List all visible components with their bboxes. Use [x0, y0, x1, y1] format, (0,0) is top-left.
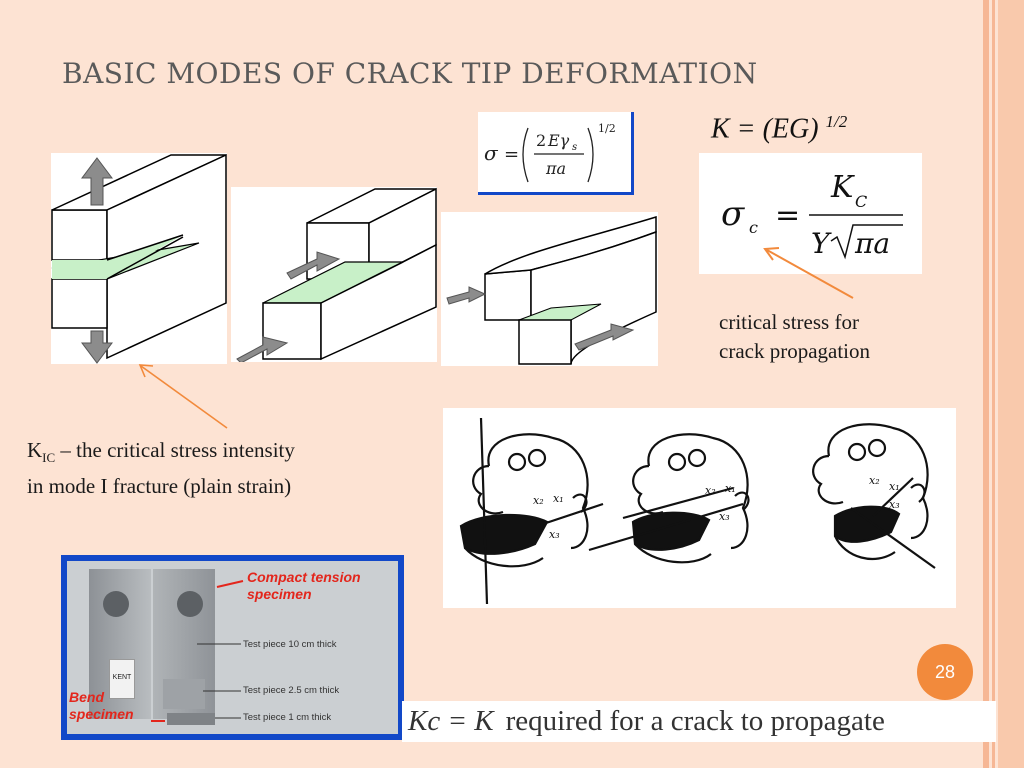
head1-x3: x₃	[549, 528, 560, 541]
arrow-to-mode-i	[138, 364, 228, 429]
griffith-equation: σ = 2 Eγ s πa 1/2	[478, 112, 634, 195]
k-eg-equation: K = (EG) 1/2	[711, 112, 847, 145]
svg-text:c: c	[749, 218, 758, 237]
svg-text:2: 2	[536, 131, 546, 150]
bend-specimen-line-2: specimen	[69, 706, 134, 722]
head3-x3: x₃	[889, 498, 900, 511]
svg-text:σ: σ	[484, 141, 499, 165]
thickness-leader-lines	[151, 580, 244, 722]
thickness-label-1cm: Test piece 1 cm thick	[243, 712, 332, 723]
right-stripe-3	[998, 0, 1024, 768]
svg-text:K: K	[830, 170, 855, 205]
small-specimen-block	[163, 679, 205, 709]
specimen-photo: KENT Compact tension specimen Bend speci…	[61, 555, 404, 740]
mode-ii-diagram	[231, 187, 437, 364]
compact-tension-line-2: specimen	[247, 586, 312, 602]
svg-text:Eγ: Eγ	[547, 131, 570, 150]
bend-specimen-bar	[167, 713, 215, 725]
head-modes-illustration: x₂ x₁ x₃ x₂ x₁ x₃ x₂ x₁ x₃	[443, 408, 956, 608]
mode-i-diagram	[51, 153, 227, 364]
head2-x1: x₁	[725, 482, 736, 495]
kic-line-1: – the critical stress intensity	[55, 438, 295, 462]
sigma-c-equation: σ c = K C Y πa	[699, 153, 922, 274]
svg-text:1/2: 1/2	[598, 122, 616, 135]
cigarette-pack: KENT	[109, 659, 135, 699]
critical-stress-line-1: critical stress for	[719, 310, 859, 334]
compact-tension-line-1: Compact tension	[247, 569, 361, 585]
k-eg-exponent: 1/2	[825, 112, 848, 131]
critical-stress-line-2: crack propagation	[719, 339, 871, 363]
right-stripe-2	[992, 0, 995, 768]
svg-text:πa: πa	[854, 227, 890, 260]
svg-text:s: s	[572, 142, 577, 153]
mode-iii-diagram	[441, 212, 658, 366]
compact-specimen-hole-2	[177, 591, 203, 617]
page-number-badge: 28	[917, 644, 973, 700]
svg-text:=: =	[504, 144, 519, 165]
thickness-label-2-5cm: Test piece 2.5 cm thick	[243, 685, 340, 696]
kc-equals-k: Kc = K	[408, 705, 494, 737]
svg-text:C: C	[855, 192, 867, 211]
svg-text:=: =	[775, 198, 800, 233]
bend-specimen-line-1: Bend	[69, 689, 104, 705]
kic-sub: IC	[42, 450, 56, 466]
bend-specimen-label: Bend specimen	[69, 689, 134, 723]
cigarette-brand: KENT	[112, 674, 132, 681]
svg-text:πa: πa	[545, 159, 566, 178]
specimen-photo-content: KENT Compact tension specimen Bend speci…	[67, 561, 398, 734]
head1-x2: x₂	[533, 494, 544, 507]
head1-x1: x₁	[553, 492, 564, 505]
kc-required-text: required for a crack to propagate	[505, 705, 885, 737]
right-stripe-1	[983, 0, 989, 768]
kic-caption: KIC – the critical stress intensity in m…	[27, 436, 295, 501]
kc-equation-line: Kc = K required for a crack to propagate	[402, 701, 996, 742]
head3-x2: x₂	[869, 474, 880, 487]
svg-text:Y: Y	[811, 227, 832, 260]
head2-x2: x₂	[705, 484, 716, 497]
compact-tension-label: Compact tension specimen	[247, 569, 361, 603]
critical-stress-caption: critical stress for crack propagation	[719, 308, 870, 366]
thickness-label-10cm: Test piece 10 cm thick	[243, 639, 337, 650]
compact-specimen-hole-1	[103, 591, 129, 617]
slide-title: BASIC MODES OF CRACK TIP DEFORMATION	[62, 57, 758, 90]
k-eg-main: K = (EG)	[711, 113, 819, 145]
arrow-to-sigma	[763, 247, 854, 299]
svg-text:σ: σ	[721, 194, 745, 234]
head2-x3: x₃	[719, 510, 730, 523]
kic-k: K	[27, 438, 43, 462]
head3-x1: x₁	[889, 480, 900, 493]
kic-line-2: in mode I fracture (plain strain)	[27, 474, 292, 499]
